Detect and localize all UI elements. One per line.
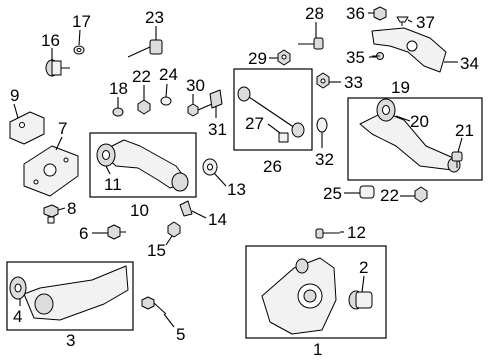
callout-25: 25 xyxy=(323,184,342,203)
callout-8: 8 xyxy=(67,199,76,218)
callout-11: 11 xyxy=(104,175,122,194)
leader-5 xyxy=(163,313,175,328)
leader-2 xyxy=(361,275,365,293)
group-frame-10 xyxy=(89,132,197,198)
screw-35 xyxy=(372,52,384,60)
callout-3: 3 xyxy=(66,331,75,350)
washer-24 xyxy=(160,96,172,106)
washer-32 xyxy=(316,117,328,133)
callout-7: 7 xyxy=(58,119,67,138)
callout-31: 31 xyxy=(208,120,227,139)
group-frame-19 xyxy=(347,97,483,181)
callout-33: 33 xyxy=(344,73,363,92)
leader-20 xyxy=(395,115,411,122)
callout-1: 1 xyxy=(313,340,322,359)
leader-9 xyxy=(13,103,19,119)
callout-4: 4 xyxy=(13,307,22,326)
callout-19: 19 xyxy=(391,78,410,97)
nut-29 xyxy=(277,49,291,66)
nut-22-upper xyxy=(137,99,151,115)
plate-31 xyxy=(209,89,223,109)
callout-30: 30 xyxy=(186,76,205,95)
lower-control-arm-19 xyxy=(359,98,461,173)
nut-22-lower xyxy=(414,186,428,203)
bolt-6 xyxy=(107,224,126,240)
leader-14 xyxy=(191,210,207,219)
nut-18 xyxy=(112,107,124,117)
callout-10: 10 xyxy=(130,201,149,220)
group-frame-1 xyxy=(245,245,387,339)
bolt-8 xyxy=(43,204,59,224)
callout-14: 14 xyxy=(208,210,227,229)
callout-35: 35 xyxy=(346,48,365,67)
clip-14 xyxy=(179,200,193,217)
leader-13 xyxy=(213,172,227,187)
callout-18: 18 xyxy=(109,79,128,98)
callout-6: 6 xyxy=(79,224,88,243)
knuckle-1 xyxy=(261,257,373,335)
leader-11 xyxy=(105,165,111,175)
leader-15 xyxy=(165,235,173,246)
group-frame-3 xyxy=(6,261,134,331)
callout-37: 37 xyxy=(416,13,435,32)
leader-27 xyxy=(267,123,281,134)
callout-12: 12 xyxy=(347,223,366,242)
bolt-30 xyxy=(187,103,213,117)
callout-26: 26 xyxy=(263,157,282,176)
nut-36 xyxy=(373,6,387,21)
leader-17 xyxy=(78,29,81,46)
leader-24 xyxy=(165,83,168,98)
washer-13 xyxy=(202,158,218,176)
mount-bracket-7 xyxy=(23,145,79,197)
bolt-23 xyxy=(127,39,163,58)
clip-37 xyxy=(396,16,409,26)
bolt-5 xyxy=(141,296,167,315)
bolt-21 xyxy=(451,151,463,168)
nut-15 xyxy=(167,221,181,238)
callout-13: 13 xyxy=(227,180,246,199)
callout-34: 34 xyxy=(460,54,479,73)
group-frame-26 xyxy=(233,68,313,151)
cover-9 xyxy=(9,111,45,145)
callout-24: 24 xyxy=(159,65,178,84)
sleeve-25 xyxy=(359,185,375,199)
callout-22-upper: 22 xyxy=(132,67,151,86)
callout-20: 20 xyxy=(410,112,429,131)
bolt-28 xyxy=(298,37,324,50)
callout-15: 15 xyxy=(147,241,166,260)
callout-16: 16 xyxy=(41,31,60,50)
callout-21: 21 xyxy=(455,121,474,140)
bushing-16 xyxy=(45,59,70,77)
washer-17 xyxy=(73,45,85,55)
callout-28: 28 xyxy=(305,4,324,23)
callout-23: 23 xyxy=(145,8,164,27)
callout-2: 2 xyxy=(359,258,368,277)
leader-21 xyxy=(457,137,463,153)
callout-22-lower: 22 xyxy=(380,186,399,205)
leader-7 xyxy=(55,136,63,151)
callout-9: 9 xyxy=(10,86,19,105)
control-arm-10 xyxy=(96,139,189,192)
callout-5: 5 xyxy=(176,325,185,344)
bracket-34 xyxy=(371,27,447,73)
leader-37 xyxy=(407,19,413,23)
callout-36: 36 xyxy=(346,4,365,23)
bolt-12 xyxy=(315,228,340,239)
trailing-arm-3 xyxy=(9,265,129,321)
callout-17: 17 xyxy=(72,12,91,31)
control-link-26 xyxy=(237,86,305,143)
callout-29: 29 xyxy=(248,49,267,68)
leader-8 xyxy=(57,207,66,211)
callout-32: 32 xyxy=(315,150,334,169)
nut-33 xyxy=(316,72,330,89)
callout-27: 27 xyxy=(245,114,264,133)
